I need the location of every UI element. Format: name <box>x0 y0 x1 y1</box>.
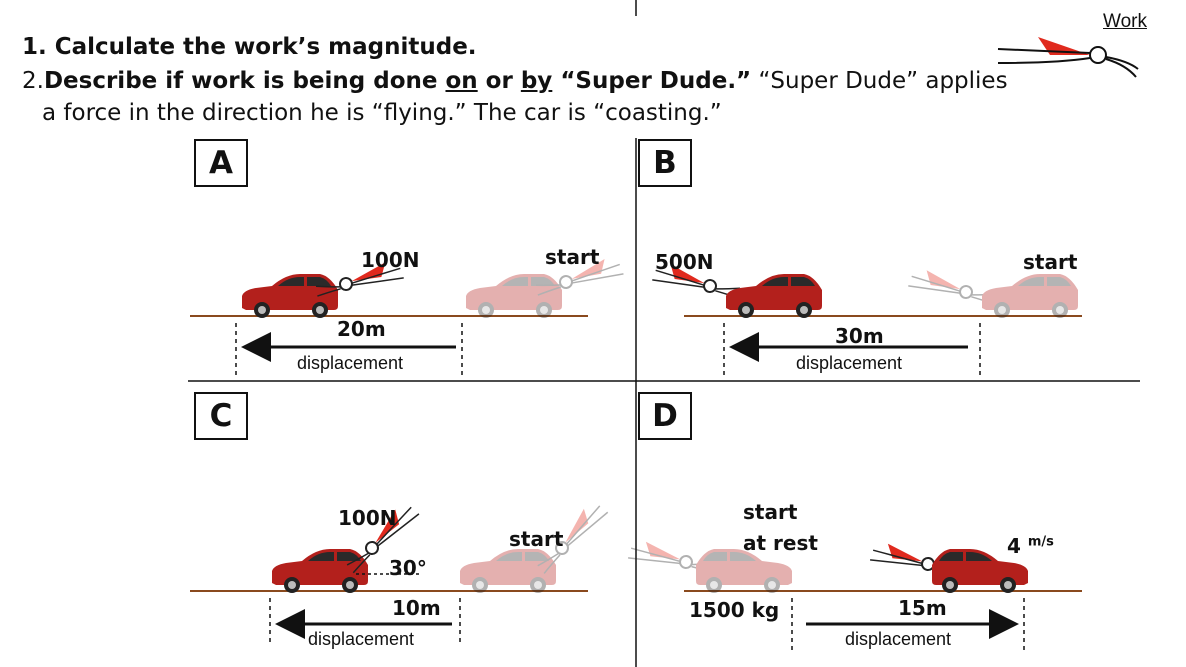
force-label-b: 500N <box>655 250 714 274</box>
q2-on: on <box>445 68 478 94</box>
panel-label-b: B <box>638 139 692 187</box>
start-label-b: start <box>1023 250 1078 274</box>
displacement-label-d: displacement <box>845 629 952 649</box>
distance-label-b: 30m <box>835 324 884 348</box>
question-3: a force in the direction he is “flying.”… <box>42 100 722 126</box>
question-2: 2.Describe if work is being done on or b… <box>22 68 1008 94</box>
work-link[interactable]: Work <box>1103 11 1147 32</box>
distance-label-d: 15m <box>898 596 947 620</box>
displacement-label-c: displacement <box>308 629 415 649</box>
distance-label-a: 20m <box>337 317 386 341</box>
q2-rest: “Super Dude” applies <box>751 68 1008 94</box>
start-label-d: start <box>743 500 798 524</box>
q2-number: 2. <box>22 68 44 94</box>
q1-number: 1 <box>22 34 39 60</box>
speed-value: 4 <box>1007 534 1028 558</box>
car-b <box>726 274 822 318</box>
displacement-label-b: displacement <box>796 353 903 373</box>
force-label-c: 100N <box>338 506 397 530</box>
panel-label-d: D <box>638 392 692 440</box>
at-rest-label-d: at rest <box>743 531 818 555</box>
start-label-c: start <box>509 527 564 551</box>
work-icon <box>997 37 1139 78</box>
speed-label-d: 4 m/s <box>1007 534 1054 558</box>
q1-text: . Calculate the work’s magnitude. <box>38 34 477 60</box>
ghost-b <box>906 267 1078 318</box>
q2-bold-a: Describe if work is being done <box>43 68 446 94</box>
q2-by: by <box>520 68 553 94</box>
question-1: 1. Calculate the work’s magnitude. <box>22 34 477 60</box>
distance-label-c: 10m <box>392 596 441 620</box>
q2-bold-b: “Super Dude.” <box>552 68 752 94</box>
angle-label-c: 30° <box>389 556 427 580</box>
speed-unit: m/s <box>1027 534 1054 550</box>
start-label-a: start <box>545 245 600 269</box>
displacement-label-a: displacement <box>297 353 404 373</box>
car-c <box>272 549 368 593</box>
force-label-a: 100N <box>361 248 420 272</box>
q2-mid: or <box>477 68 521 94</box>
car-a <box>242 274 338 318</box>
panel-label-c: C <box>194 392 248 440</box>
mass-label-d: 1500 kg <box>689 598 780 622</box>
panel-label-a: A <box>194 139 248 187</box>
